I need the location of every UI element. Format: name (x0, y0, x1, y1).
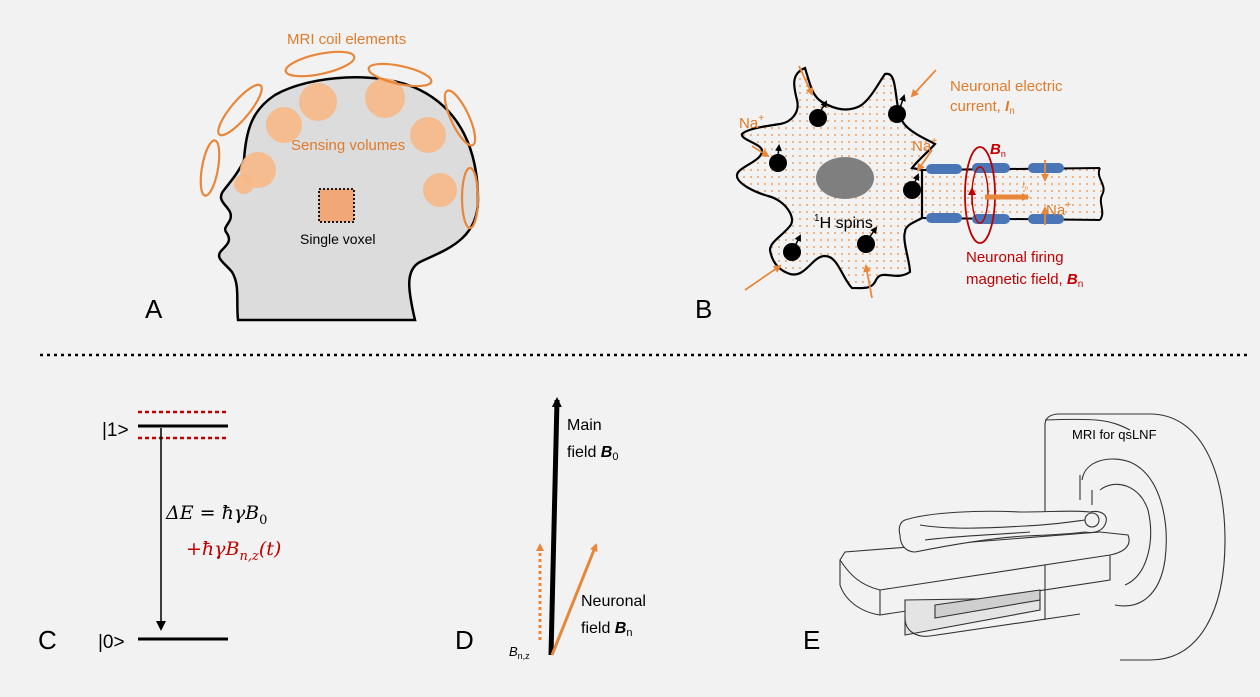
panel-a: MRI coil elements Sensing volumes Single… (145, 31, 480, 324)
myelin-sheath (926, 163, 1064, 224)
neuronal-field-label-1: Neuronal (581, 593, 646, 610)
na-label-1: Na+ (739, 113, 764, 132)
energy-equation-2: +ħγBn,z(t) (186, 538, 281, 564)
energy-equation-1: ΔE = ħγB0 (165, 502, 267, 528)
panel-b: Neuronal electric current, In Na+ Na+ Na… (695, 65, 1105, 324)
neuronal-field-label-2: field Bn (581, 620, 632, 639)
panel-letter-c: C (38, 625, 57, 655)
level-0-label: |0> (98, 632, 125, 653)
na-label-2: Na+ (912, 136, 937, 155)
panel-letter-a: A (145, 294, 163, 324)
panel-e: MRI for qsLNF E (803, 413, 1226, 661)
axon (922, 168, 1104, 220)
scanner-bore (1081, 458, 1167, 607)
proton-spins (769, 94, 921, 261)
field-label-1: Neuronal firing (966, 249, 1064, 266)
panel-c: |1> |0> ΔE = ħγB0 +ħγBn,z(t) C (38, 410, 281, 655)
panel-letter-b: B (695, 294, 712, 324)
ion-current-arrows (744, 65, 1049, 299)
panel-letter-e: E (803, 625, 820, 655)
sensing-label: Sensing volumes (291, 137, 405, 154)
voxel-label: Single voxel (300, 231, 376, 247)
bnz-label: Bn,z (509, 644, 530, 661)
mri-coil-elements (199, 50, 480, 230)
current-label-1: Neuronal electric (950, 78, 1063, 95)
bn-small-label: Bn (990, 141, 1006, 159)
current-label-2: current, In (950, 98, 1015, 117)
scanner-label: MRI for qsLNF (1072, 427, 1157, 442)
na-label-3: Na+ (1046, 200, 1071, 219)
scanner-housing (1044, 413, 1226, 661)
panel-d: Main field B0 Neuronal field Bn Bn,z D (455, 397, 646, 661)
coil-label: MRI coil elements (287, 31, 406, 48)
nucleus (816, 157, 874, 199)
field-label-2: magnetic field, Bn (966, 271, 1083, 290)
main-field-label-1: Main (567, 417, 602, 434)
in-small-label: In (1022, 180, 1028, 192)
spins-label: 1H spins (814, 213, 873, 232)
sensing-volumes (234, 78, 457, 207)
panel-letter-d: D (455, 625, 474, 655)
single-voxel (318, 188, 355, 223)
level-1-label: |1> (102, 420, 129, 441)
main-field-label-2: field B0 (567, 444, 618, 463)
patient-table (839, 531, 1130, 591)
neuronal-field-arrow (550, 543, 598, 656)
patient (898, 510, 1107, 553)
main-field-arrow (548, 397, 562, 656)
